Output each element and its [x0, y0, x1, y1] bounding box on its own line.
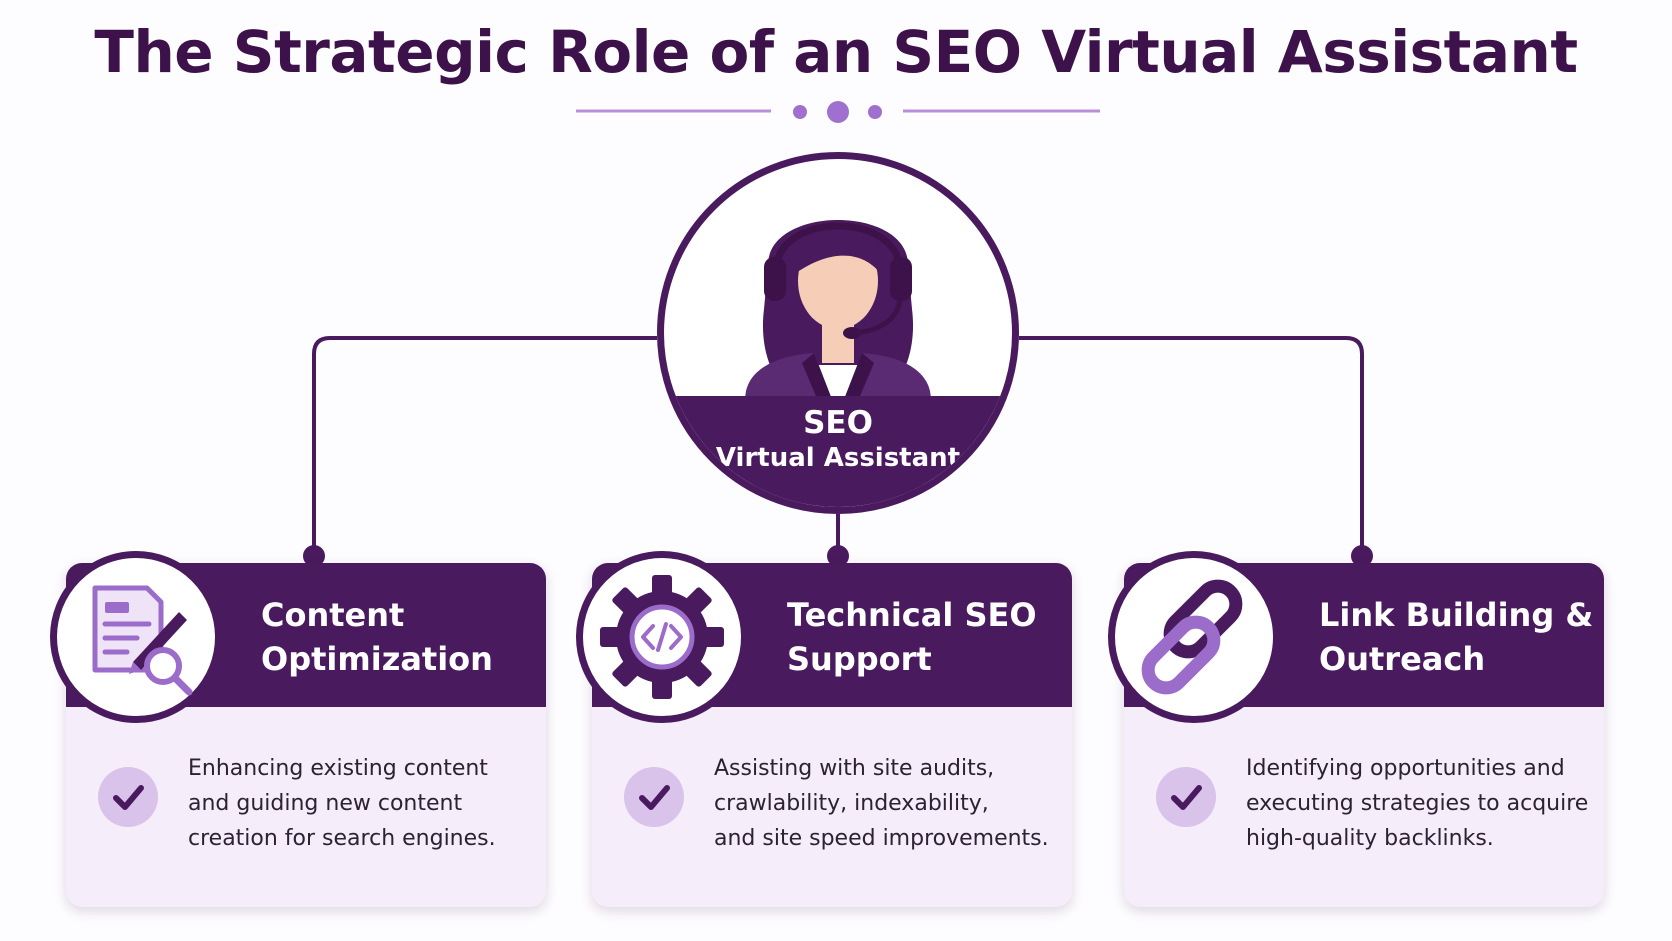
title-dot	[827, 101, 849, 123]
card-description-line: creation for search engines.	[188, 826, 496, 851]
card-title: Link Building & Outreach	[1319, 593, 1599, 681]
check-icon	[1156, 767, 1216, 827]
card-description: Assisting with site audits, crawlability…	[714, 751, 1066, 856]
document-edit-search-icon	[92, 585, 193, 696]
card-title-line: Optimization	[261, 640, 493, 678]
connector-node	[303, 545, 325, 567]
card-technical-seo-support: Technical SEO Support Assisting with sit…	[576, 551, 1072, 907]
hub-subtitle: Virtual Assistant	[715, 443, 961, 473]
connector-node	[827, 545, 849, 567]
connector-node	[1351, 545, 1373, 567]
card-title: Content Optimization	[261, 593, 541, 681]
hub-label-band: SEO Virtual Assistant	[664, 396, 1012, 507]
card-description: Enhancing existing content and guiding n…	[188, 751, 540, 856]
card-link-building-outreach: Link Building & Outreach Identifying opp…	[1108, 551, 1604, 907]
card-title-line: Content	[261, 596, 405, 634]
support-agent-headset-icon	[742, 220, 934, 419]
hub-title: SEO	[803, 405, 873, 441]
card-title: Technical SEO Support	[787, 593, 1067, 681]
chain-link-icon	[1141, 579, 1243, 695]
card-description-line: Identifying opportunities and	[1246, 756, 1565, 781]
title-dot	[868, 105, 882, 119]
card-title-line: Technical SEO	[787, 596, 1037, 634]
card-title-line: Link Building &	[1319, 596, 1594, 634]
check-icon	[98, 767, 158, 827]
card-description-line: and guiding new content	[188, 791, 463, 816]
hub-circle: SEO Virtual Assistant	[657, 152, 1019, 514]
check-icon	[624, 767, 684, 827]
card-content-optimization: Content Optimization Enhancing existing …	[50, 551, 546, 907]
title-dot	[793, 105, 807, 119]
gear-code-icon	[600, 575, 724, 699]
connector-left	[312, 336, 657, 555]
card-description: Identifying opportunities and executing …	[1246, 751, 1598, 856]
card-title-line: Support	[787, 640, 932, 678]
card-description-line: Enhancing existing content	[188, 756, 488, 781]
card-icon-badge	[576, 551, 748, 723]
card-description-line: crawlability, indexability,	[714, 791, 989, 816]
card-icon-badge	[1108, 551, 1280, 723]
card-description-line: Assisting with site audits,	[714, 756, 995, 781]
card-description-line: and site speed improvements.	[714, 826, 1049, 851]
card-description-line: high-quality backlinks.	[1246, 826, 1494, 851]
card-icon-badge	[50, 551, 222, 723]
card-description-line: executing strategies to acquire	[1246, 791, 1589, 816]
page-title: The Strategic Role of an SEO Virtual Ass…	[94, 18, 1578, 86]
connector-right	[1019, 336, 1364, 555]
card-title-line: Outreach	[1319, 640, 1486, 678]
